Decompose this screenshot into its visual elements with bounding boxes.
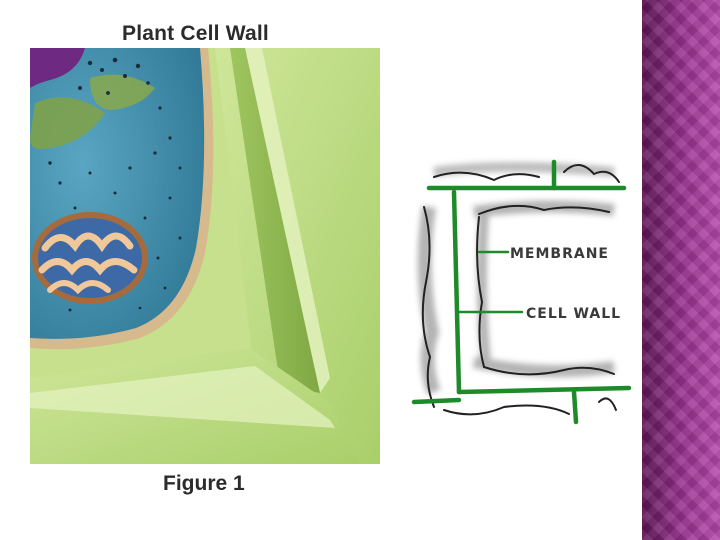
mitochondrion [32, 212, 148, 304]
chloroplast-2 [90, 74, 155, 110]
cell-wall-label: CELL WALL [526, 306, 621, 322]
wall-highlight [245, 48, 330, 393]
decorative-side-band [642, 0, 720, 540]
membrane-label: MEMBRANE [510, 246, 609, 262]
wall-shadow [230, 48, 320, 393]
cell-wall-sketch: MEMBRANE CELL WALL [411, 159, 632, 425]
vacuole [30, 48, 85, 88]
figure-title: Plant Cell Wall [122, 22, 269, 45]
sketch-outlines [421, 164, 620, 416]
plant-cell-wall-illustration [30, 48, 380, 464]
cell-wall-lines [411, 159, 632, 425]
chloroplast [30, 97, 105, 150]
figure-caption: Figure 1 [163, 472, 245, 495]
label-leaders [457, 250, 524, 314]
ribosome-dots [48, 57, 182, 312]
lower-wall-highlight [30, 366, 335, 428]
